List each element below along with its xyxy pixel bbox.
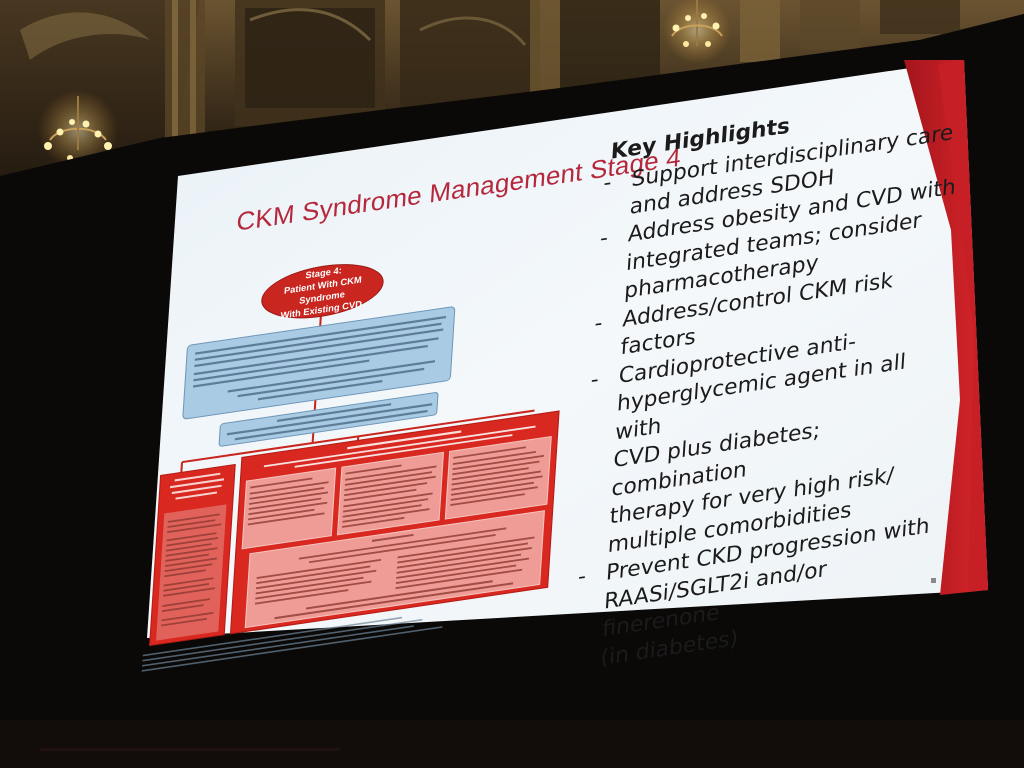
- bullet-dash: -: [577, 563, 587, 590]
- bullet-dash: -: [593, 309, 604, 336]
- bullet-dash: -: [590, 366, 600, 392]
- flowchart-risk-factor-text: [247, 446, 544, 528]
- flowchart-care-text: [192, 315, 447, 401]
- flowchart-adiposity-text: [170, 472, 225, 500]
- key-highlights-list: - Support interdisciplinary care and add…: [572, 117, 968, 677]
- flowchart-adiposity-detail: [161, 513, 222, 627]
- slide-number-mark: [931, 578, 936, 583]
- floor-shadow: [0, 720, 1024, 768]
- flowchart-connectors: [180, 315, 535, 473]
- chandelier-right: [663, 0, 731, 64]
- bullet-dash: -: [602, 169, 613, 196]
- slide-red-wedge-highlight: [938, 60, 988, 592]
- bullet-dash: -: [599, 225, 609, 251]
- flowchart-diabetes-text: [254, 527, 535, 620]
- flowchart-diabetes-box: [244, 510, 545, 629]
- flowchart-footnotes: [141, 616, 443, 672]
- flowchart-stage-node: Stage 4: Patient With CKM Syndrome With …: [260, 257, 385, 325]
- flowchart-risk-factor-heading: [263, 425, 536, 468]
- flowchart: [141, 306, 560, 672]
- stage-edge: [40, 748, 340, 751]
- flowchart-gdmt-text: [226, 403, 433, 441]
